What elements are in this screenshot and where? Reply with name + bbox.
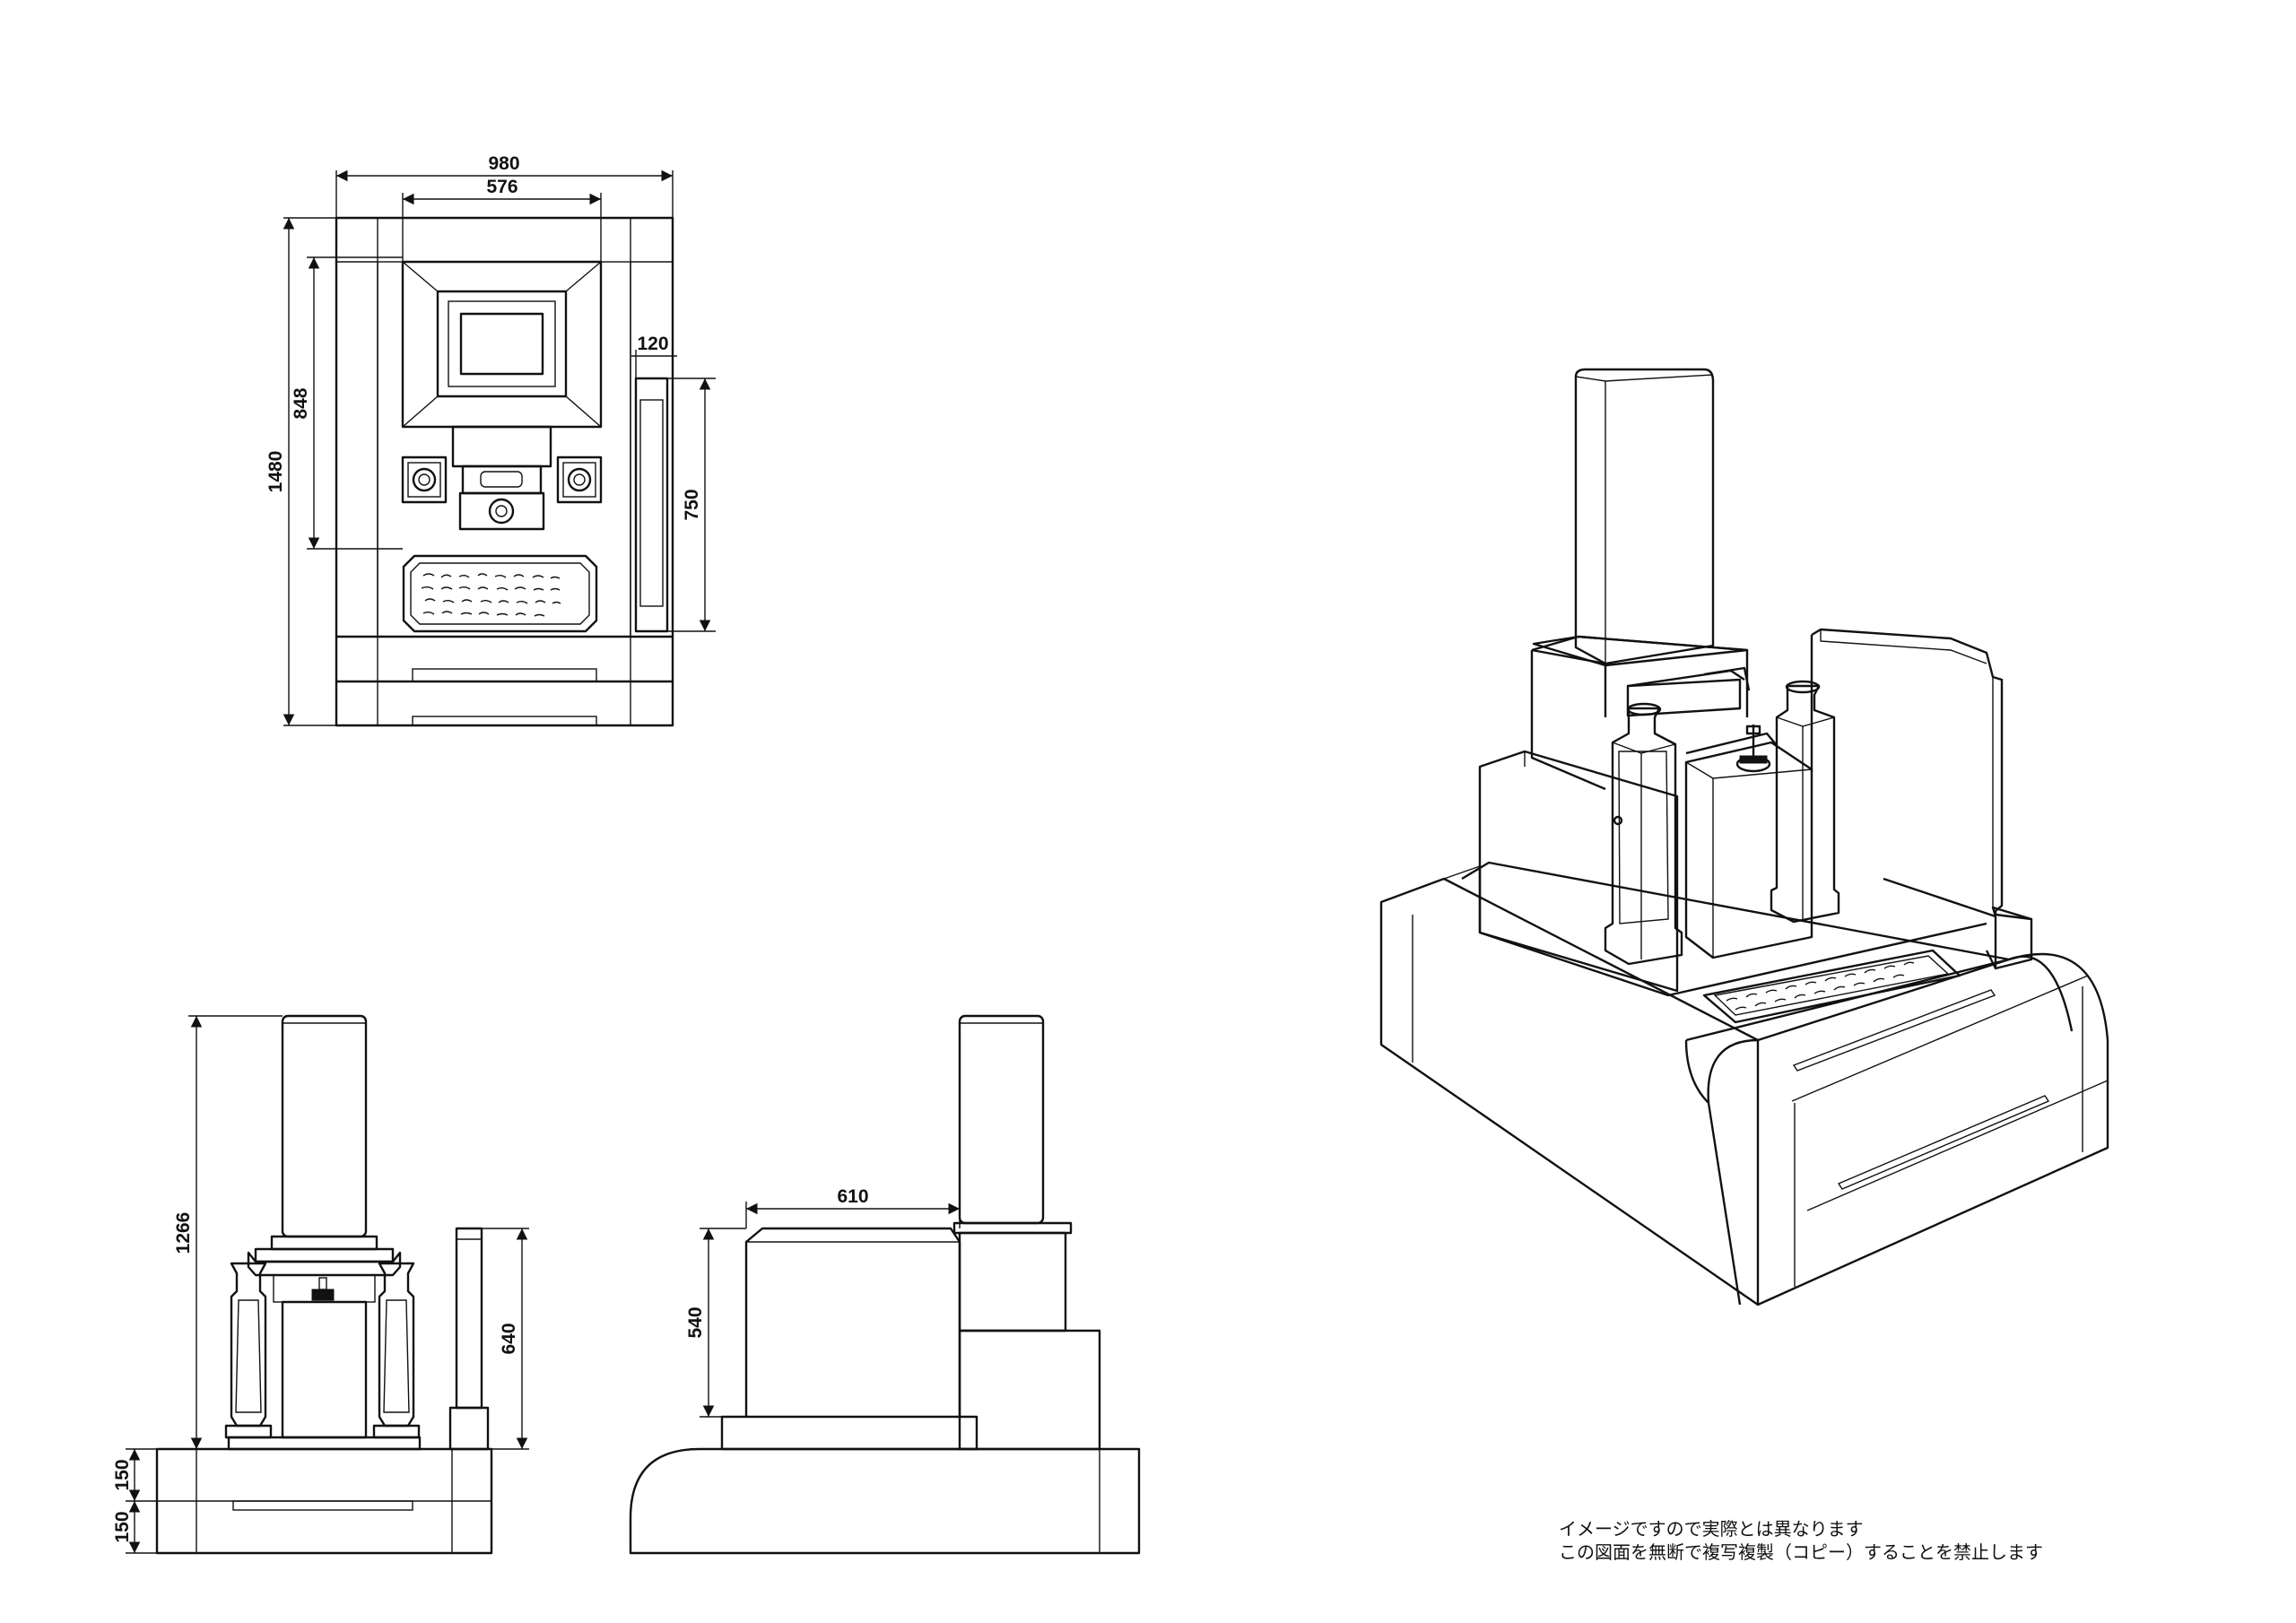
side-elevation — [629, 1014, 1141, 1555]
dim-front-side-height: 640 — [499, 1323, 519, 1354]
dim-front-height: 1266 — [173, 1212, 194, 1254]
dim-top-total-depth: 1480 — [265, 451, 286, 493]
dim-base-lower: 150 — [112, 1511, 133, 1542]
front-dimensions: 1266 640 150 150 — [112, 1015, 529, 1554]
isometric-view — [1379, 368, 2109, 1306]
dim-top-inner-depth: 848 — [291, 387, 311, 419]
dim-side-height: 540 — [685, 1306, 706, 1338]
dim-top-outer-width: 980 — [488, 153, 519, 174]
dim-top-side-width: 120 — [637, 334, 668, 354]
dim-top-inner-width: 576 — [486, 177, 517, 197]
note-copy-prohibited: この図面を無断で複写複製（コピー）することを禁止します — [1559, 1541, 2043, 1563]
dim-top-side-depth: 750 — [682, 489, 702, 520]
carved-pattern — [421, 573, 561, 617]
plan-dimensions: 980 576 1480 848 120 750 — [265, 153, 716, 726]
note-image-disclaimer: イメージですので実際とは異なります — [1559, 1518, 1864, 1540]
plan-view — [335, 216, 674, 727]
dim-side-width: 610 — [837, 1186, 868, 1207]
notes: イメージですので実際とは異なります この図面を無断で複写複製（コピー）することを… — [1559, 1517, 2043, 1564]
front-elevation — [155, 1014, 493, 1555]
side-dimensions: 610 540 — [685, 1186, 961, 1418]
dim-base-upper: 150 — [112, 1459, 133, 1490]
